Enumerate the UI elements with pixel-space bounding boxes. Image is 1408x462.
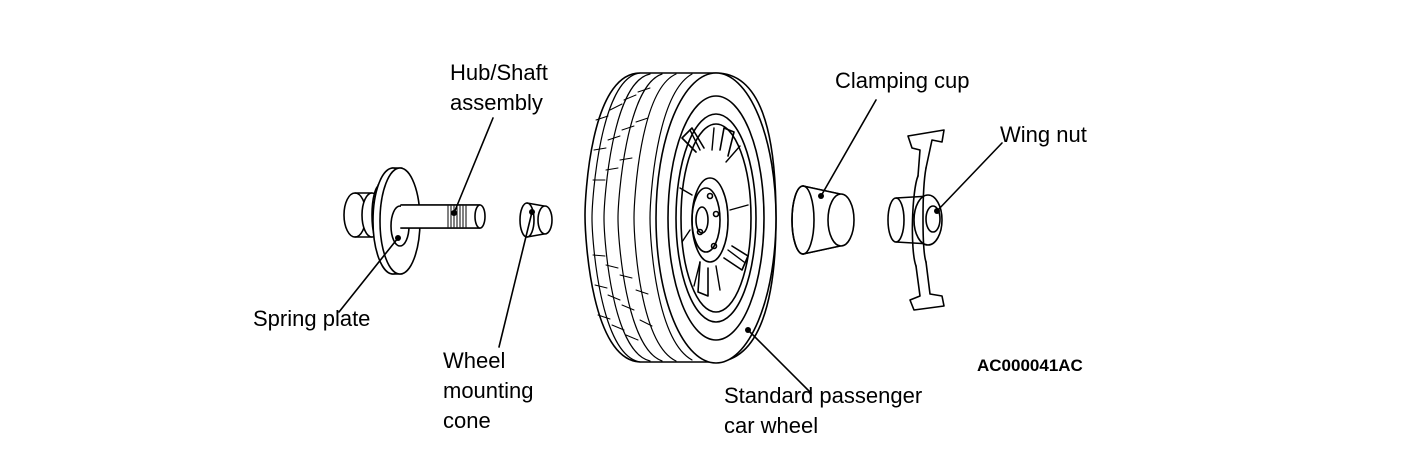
label-spring-plate: Spring plate [253, 304, 370, 334]
label-wheel-line2: car wheel [724, 413, 819, 438]
leader-hub-shaft [454, 118, 493, 213]
label-standard-passenger-car-wheel: Standard passenger car wheel [724, 381, 922, 441]
hub-shaft-assembly-drawing [344, 168, 485, 274]
label-wing-nut-line1: Wing nut [1000, 122, 1087, 147]
leader-lines [339, 100, 1002, 393]
wing-nut-drawing [888, 130, 944, 310]
leader-mounting-cone [499, 212, 532, 347]
mounting-cone-drawing [520, 203, 552, 237]
leader-spring-plate [339, 238, 398, 312]
label-spring-plate-line1: Spring plate [253, 306, 371, 331]
label-clamping-cup-line1: Clamping cup [835, 68, 970, 93]
wheel-drawing [585, 73, 776, 363]
leader-wing-nut [937, 143, 1002, 211]
label-hub-shaft-assembly: Hub/Shaft assembly [450, 58, 548, 118]
label-cone-line3: cone [443, 408, 491, 433]
label-cone-line2: mounting [443, 378, 534, 403]
label-hub-shaft-line1: Hub/Shaft [450, 60, 548, 85]
label-wheel-mounting-cone: Wheel mounting cone [443, 346, 534, 436]
leader-wheel [748, 330, 811, 393]
label-wheel-line1: Standard passenger [724, 383, 923, 408]
label-hub-shaft-line2: assembly [450, 90, 543, 115]
leader-clamping-cup [821, 100, 876, 196]
clamping-cup-drawing [792, 186, 854, 254]
label-wing-nut: Wing nut [1000, 120, 1087, 150]
figure-code: AC000041AC [977, 356, 1083, 375]
label-clamping-cup: Clamping cup [835, 66, 970, 96]
label-cone-line1: Wheel [443, 348, 506, 373]
